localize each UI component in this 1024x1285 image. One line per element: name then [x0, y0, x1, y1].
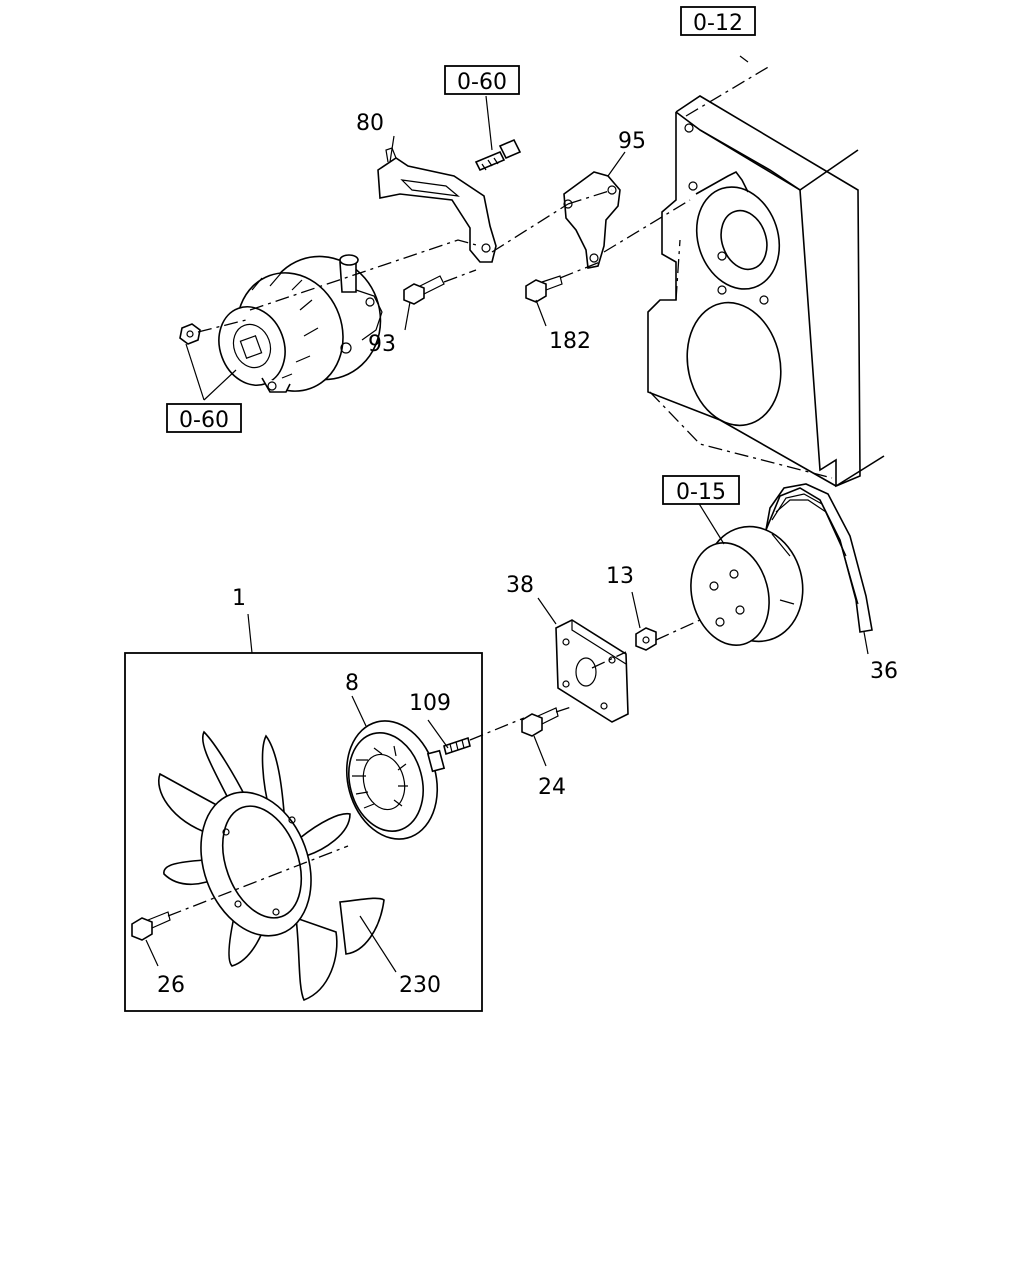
svg-text:0-15: 0-15	[676, 480, 726, 505]
callout-182: 182	[549, 329, 591, 354]
ref-0-60-bottom: 0-60	[166, 403, 242, 433]
bolt-top	[474, 138, 522, 172]
bolt-93	[403, 275, 445, 305]
stud-109	[443, 736, 471, 756]
v-belt	[765, 483, 873, 633]
bolt-182	[525, 275, 563, 303]
ref-0-12: 0-12	[680, 6, 756, 36]
callout-26: 26	[157, 973, 185, 998]
spacer-plate	[555, 619, 629, 723]
ref-0-15: 0-15	[662, 475, 740, 505]
svg-text:0-60: 0-60	[457, 70, 507, 95]
callout-230: 230	[399, 973, 441, 998]
engine-block	[647, 65, 885, 488]
callout-8: 8	[345, 671, 359, 696]
svg-text:0-60: 0-60	[179, 408, 229, 433]
callout-109: 109	[409, 691, 451, 716]
nut-13	[635, 627, 657, 651]
fan-clutch	[345, 720, 446, 840]
callout-1: 1	[232, 586, 246, 611]
power-steering-pump	[179, 254, 383, 393]
callout-36: 36	[870, 659, 898, 684]
callout-93: 93	[368, 332, 396, 357]
callout-80: 80	[356, 111, 384, 136]
svg-text:0-12: 0-12	[693, 11, 743, 36]
bracket-80	[377, 147, 497, 263]
fan-pulley	[690, 525, 804, 646]
callout-13: 13	[606, 564, 634, 589]
fan-blade	[158, 730, 385, 1002]
callout-38: 38	[506, 573, 534, 598]
callout-95: 95	[618, 129, 646, 154]
bracket-95	[563, 171, 621, 269]
callout-24: 24	[538, 775, 566, 800]
bolt-24	[521, 707, 559, 737]
ref-0-60-top: 0-60	[444, 65, 520, 95]
leader-lines	[145, 55, 869, 973]
